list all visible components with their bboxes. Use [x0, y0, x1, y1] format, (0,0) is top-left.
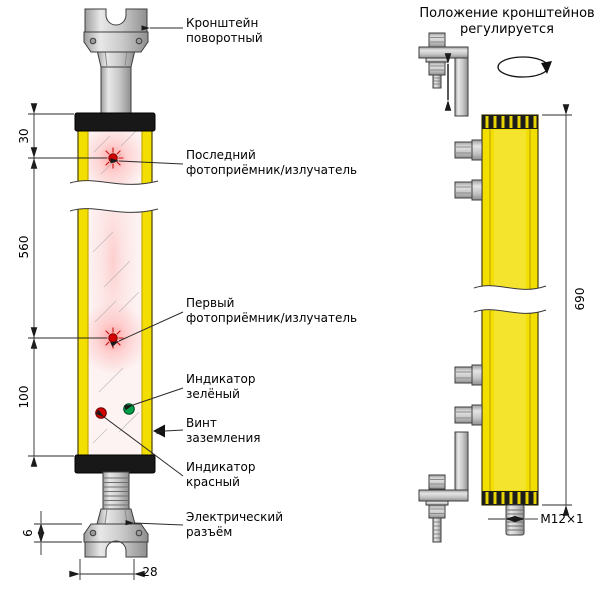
dimension-lines-side: [488, 104, 572, 523]
hex-bolt: [454, 406, 473, 424]
bracket-hex-nut: [96, 508, 136, 525]
adjust-arrows: [444, 53, 552, 111]
callout-first-photoreceiver: Первый фотоприёмник/излучатель: [186, 296, 358, 325]
bracket-hex-nut: [96, 49, 136, 68]
glass-shine-lines: [92, 131, 140, 444]
body-break-front: [69, 180, 159, 213]
hex-nut: [428, 504, 446, 519]
rotation-arrow-icon: [497, 56, 549, 78]
bracket-hole: [89, 37, 97, 45]
bottom-bracket-front: [83, 508, 149, 558]
callout-last-photoreceiver: Последний фотоприёмник/излучатель: [186, 148, 358, 177]
connector-side: [505, 504, 525, 536]
callout-red-indicator: Индикатор красный: [186, 460, 256, 489]
callout-swivel-bracket: Кронштейн поворотный: [186, 16, 263, 45]
callout-green-indicator: Индикатор зелёный: [186, 372, 256, 401]
dim-m12: M12×1: [540, 512, 584, 526]
threaded-stud: [432, 74, 442, 89]
washer: [425, 500, 449, 506]
dim-690: 690: [573, 287, 587, 311]
bolt-head: [428, 474, 446, 490]
front-view: [28, 8, 184, 580]
hex-bolt: [454, 366, 473, 384]
washer: [425, 57, 449, 63]
leader-red-indicator: [95, 409, 184, 477]
leader-ground-screw: [156, 428, 184, 435]
bracket-hole: [135, 529, 143, 537]
bracket-hole: [89, 529, 97, 537]
mounting-bracket-side-bottom: [418, 431, 469, 543]
dim-30: 30: [17, 128, 31, 144]
swivel-bracket-front: [83, 8, 149, 116]
hex-nut: [428, 61, 446, 76]
top-cap: [74, 112, 156, 132]
dim-6: 6: [21, 529, 35, 537]
leader-green-indicator: [124, 387, 184, 411]
mounting-bracket-side-top: [418, 32, 469, 117]
bottom-cap: [74, 454, 156, 474]
body-front: [77, 129, 153, 458]
side-view: [418, 32, 572, 543]
hex-bolt: [454, 181, 473, 199]
callout-ground-screw: Винт заземления: [186, 416, 261, 445]
ground-screw-marker: [153, 424, 165, 438]
note-brackets-adjustable: Положение кронштейнов регулируется: [419, 6, 595, 37]
bracket-lower-plate: [83, 523, 149, 543]
red-indicator-led: [95, 407, 107, 419]
dimension-lines-front: [28, 103, 145, 580]
bracket-vertical-leg: [454, 57, 469, 117]
bracket-horizontal-leg: [418, 489, 469, 502]
rotation-arrowhead-icon: [541, 61, 552, 74]
dim-560: 560: [17, 235, 31, 259]
body-mounting-bolts-top: [454, 139, 483, 201]
leader-last-photoreceiver: [110, 158, 184, 165]
hex-bolt: [454, 141, 473, 159]
bracket-vertical-leg: [454, 431, 469, 491]
body-side: [473, 114, 547, 506]
bracket-slotted-plate: [84, 540, 148, 558]
body-break-side: [474, 285, 546, 314]
bracket-horizontal-leg: [418, 46, 469, 59]
dim-28: 28: [142, 565, 158, 579]
callout-leaders: [95, 25, 184, 526]
bracket-slotted-plate: [84, 8, 148, 33]
bracket-hole: [135, 37, 143, 45]
leader-first-photoreceiver: [110, 311, 184, 347]
body-mounting-bolts-bottom: [454, 364, 483, 426]
leader-electrical-connector: [125, 520, 184, 526]
bracket-lower-plate: [83, 31, 149, 53]
bracket-stem: [100, 65, 132, 116]
electrical-connector-front: [102, 471, 130, 510]
green-indicator-led: [123, 403, 135, 415]
dim-100: 100: [17, 385, 31, 409]
callout-electrical-connector: Электрический разъём: [186, 510, 284, 539]
